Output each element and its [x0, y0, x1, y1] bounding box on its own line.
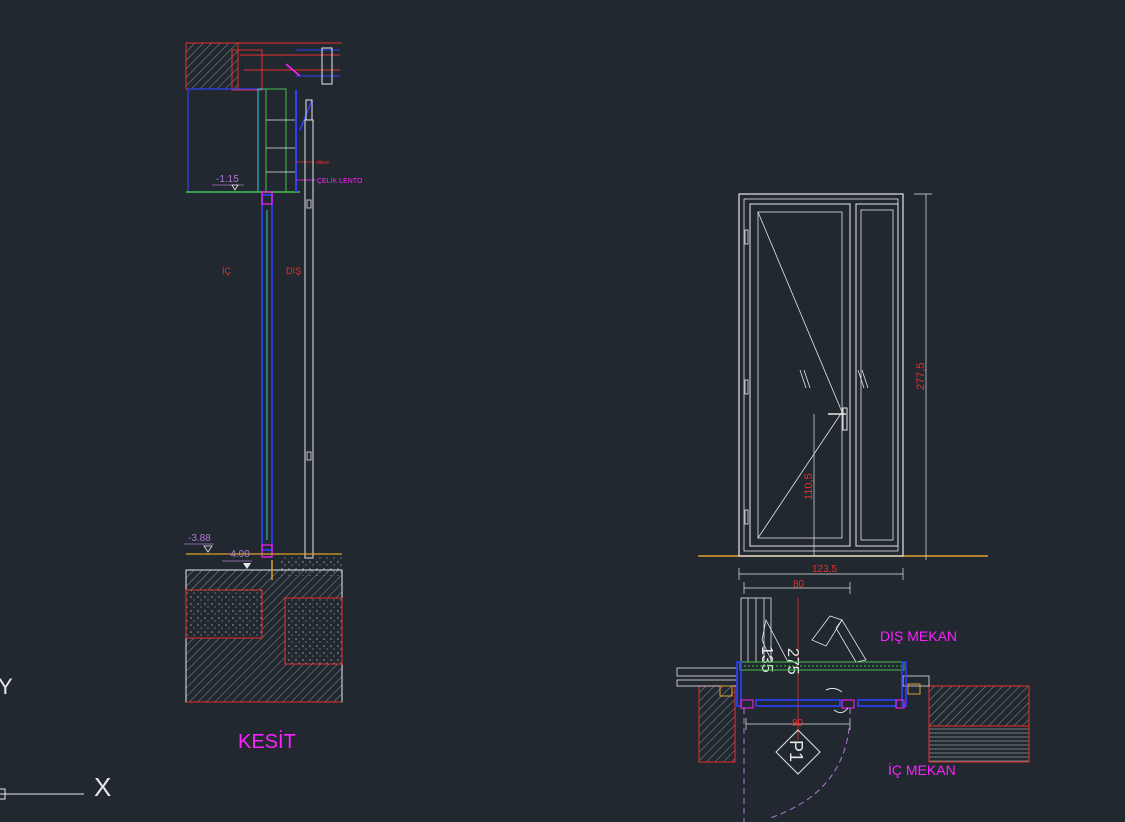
exterior-label: DIŞ	[286, 266, 301, 276]
top-slab	[185, 42, 239, 90]
level-top-marker	[231, 184, 239, 191]
left-sill	[676, 679, 738, 687]
ucs-icon: X Y	[0, 674, 111, 802]
side-glass	[860, 209, 894, 541]
plan-gasket	[740, 699, 754, 709]
top-frame	[321, 47, 333, 85]
plan-handle	[825, 687, 849, 714]
side-panel	[855, 203, 899, 547]
level-low-text: -4.00	[227, 549, 250, 560]
door-plan[interactable]: 135 275 80 P1 DIŞ MEKAN İÇ MEKAN	[676, 597, 1030, 822]
ceiling-edge	[257, 88, 267, 193]
outer-profile-clip	[306, 199, 312, 209]
plan-gasket	[895, 699, 905, 709]
left-sill	[676, 667, 738, 677]
ucs-y-label: Y	[0, 674, 13, 699]
outside-label: DIŞ MEKAN	[880, 628, 957, 644]
section-title: KESİT	[238, 730, 296, 753]
opening-dim-text: 80	[792, 718, 804, 729]
hinge	[744, 379, 749, 395]
total-width-dim-text: 123,5	[812, 564, 837, 575]
small-red-label: dikme	[316, 160, 330, 166]
level-low-marker	[243, 563, 251, 569]
opening-line	[757, 411, 843, 539]
handle-dim-text: 110,5	[803, 473, 815, 500]
plan-gasket	[841, 699, 855, 709]
profile-detail	[835, 619, 867, 663]
hinge	[744, 229, 749, 245]
interior-label: İÇ	[222, 266, 232, 276]
outer-frame-inner	[743, 198, 899, 552]
level-top-text: -1.15	[216, 174, 239, 185]
lintel-label: ÇELİK LENTO	[317, 176, 363, 185]
door-elevation[interactable]: 277,5 110,5 123,5 80	[698, 193, 988, 594]
ucs-x-label: X	[94, 772, 111, 802]
plan-frame-left	[736, 661, 742, 707]
opening-line	[757, 211, 843, 413]
height-dim-text: 277,5	[915, 362, 927, 390]
door-tag[interactable]	[775, 729, 821, 775]
top-brace	[285, 63, 301, 77]
level-mid-text: -3.88	[188, 533, 211, 544]
swing-arc	[769, 707, 851, 819]
outer-profile-top	[305, 99, 313, 121]
glass-mark	[857, 369, 865, 389]
left-jamb-wall	[698, 685, 736, 763]
door-leaf	[749, 203, 851, 547]
sill-gasket	[261, 544, 273, 558]
level-mid-marker	[203, 545, 213, 553]
foundation-fill	[186, 590, 262, 638]
leaf-width-dim-text: 80	[793, 579, 805, 590]
lintel-block	[265, 88, 287, 193]
plan-dim-b: 275	[784, 648, 801, 675]
right-sill	[902, 675, 930, 687]
foundation-fill	[285, 598, 342, 664]
outer-frame	[738, 193, 904, 557]
door-tag-text: P1	[786, 740, 806, 762]
anchor-plate	[719, 685, 733, 697]
glass-mark	[799, 369, 807, 389]
outer-profile	[304, 119, 314, 559]
section-drawing[interactable]: -1.15 dikme ÇELİK LENTO İÇ DIŞ -3.88 -4.…	[184, 42, 363, 753]
glazing-frame	[261, 194, 273, 551]
outer-profile-clip	[306, 451, 312, 461]
ucs-origin	[0, 788, 6, 800]
hinge	[744, 509, 749, 525]
door-handle[interactable]	[842, 407, 848, 431]
right-jamb-wall	[928, 685, 1030, 727]
glass-mark	[803, 369, 811, 389]
plan-side-panel	[857, 699, 897, 707]
glass-mark	[861, 369, 869, 389]
right-wall-lower	[928, 725, 1030, 763]
plan-leaf	[755, 699, 841, 707]
head-gasket	[261, 191, 273, 205]
anchor-plate	[907, 683, 921, 695]
plan-dim-a: 135	[758, 646, 775, 673]
door-glass	[757, 211, 843, 539]
inside-label: İÇ MEKAN	[888, 761, 956, 778]
